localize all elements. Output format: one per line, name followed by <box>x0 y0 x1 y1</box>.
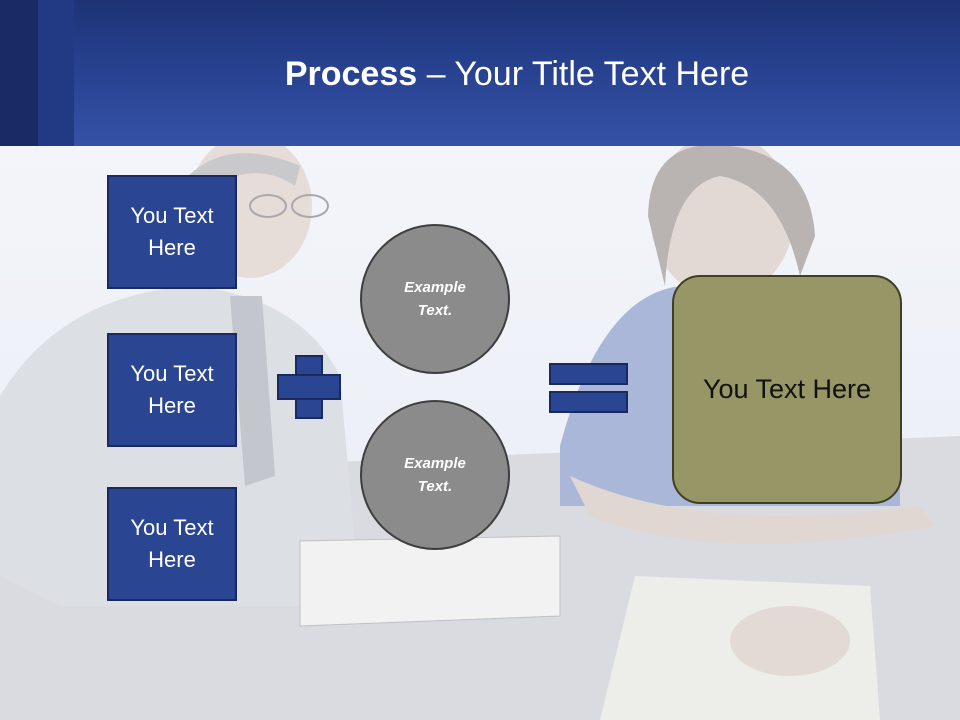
text-box-1-label: You Text Here <box>130 203 214 260</box>
title-text: – Your Title Text Here <box>417 55 750 93</box>
text-box-3[interactable]: You Text Here <box>107 487 237 601</box>
example-circle-1-label: Example Text. <box>404 279 466 319</box>
title-bar: Process – Your Title Text Here <box>0 0 960 146</box>
text-box-2[interactable]: You Text Here <box>107 333 237 447</box>
example-circle-2-label: Example Text. <box>404 455 466 495</box>
header-accent-strip <box>0 0 38 146</box>
plus-icon-center <box>297 376 321 398</box>
header-accent-strip-2 <box>38 0 74 146</box>
equals-icon-top <box>549 363 628 385</box>
example-circle-1[interactable]: Example Text. <box>360 224 510 374</box>
equals-icon-bottom <box>549 391 628 413</box>
slide-title[interactable]: Process – Your Title Text Here <box>74 54 960 94</box>
text-box-1[interactable]: You Text Here <box>107 175 237 289</box>
text-box-3-label: You Text Here <box>130 515 214 572</box>
title-bold: Process <box>284 55 418 93</box>
result-box-label: You Text Here <box>702 374 872 404</box>
result-box[interactable]: You Text Here <box>672 275 902 504</box>
example-circle-2[interactable]: Example Text. <box>360 400 510 550</box>
text-box-2-label: You Text Here <box>130 361 214 418</box>
